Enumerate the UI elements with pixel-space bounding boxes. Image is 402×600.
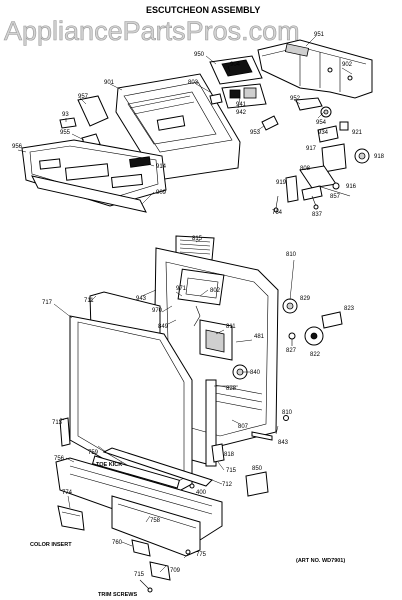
part-764-837-screws xyxy=(273,195,319,213)
callout-758: 758 xyxy=(150,518,161,524)
callout-759: 759 xyxy=(88,450,99,456)
callout-764: 764 xyxy=(272,210,283,216)
callout-956: 956 xyxy=(12,144,23,150)
callout-953: 953 xyxy=(250,130,261,136)
callout-810: 810 xyxy=(286,252,297,258)
callout-807: 807 xyxy=(238,424,249,430)
callout-840: 840 xyxy=(250,370,261,376)
callout-955: 955 xyxy=(60,130,71,136)
callout-916: 916 xyxy=(346,184,357,190)
callout-829: 829 xyxy=(300,296,311,302)
callout-918: 918 xyxy=(374,154,385,160)
callout-815: 815 xyxy=(192,236,203,242)
callout-823: 823 xyxy=(344,306,355,312)
callout-951: 951 xyxy=(314,32,325,38)
art-number: (ART NO. WD7901) xyxy=(296,558,345,564)
part-951-rear-bracket xyxy=(257,39,373,99)
callout-802: 802 xyxy=(210,288,221,294)
callout-942: 942 xyxy=(236,110,247,116)
part-934-921-brackets xyxy=(317,121,349,143)
part-850-cover xyxy=(245,471,269,497)
callout-921: 921 xyxy=(352,130,363,136)
callout-850: 850 xyxy=(252,466,263,472)
callout-828: 828 xyxy=(226,386,237,392)
callout-756: 756 xyxy=(54,456,65,462)
color-insert-note: COLOR INSERT xyxy=(30,542,72,548)
diagram-title: ESCUTCHEON ASSEMBLY xyxy=(146,5,260,15)
part-715-trim-screws xyxy=(139,579,153,593)
callout-902: 902 xyxy=(342,62,353,68)
callout-712: 712 xyxy=(222,482,233,488)
callout-808: 808 xyxy=(300,166,311,172)
leader-lines xyxy=(17,35,353,573)
part-829-cam xyxy=(282,298,298,314)
part-827-pin xyxy=(288,332,296,346)
callout-970: 970 xyxy=(152,308,163,314)
callout-93: 93 xyxy=(62,112,69,118)
callout-950: 950 xyxy=(194,52,205,58)
callout-919: 919 xyxy=(276,180,287,186)
part-822-wheel xyxy=(304,326,324,346)
part-823-bracket xyxy=(321,311,343,329)
callout-843: 843 xyxy=(278,440,289,446)
callout-822: 822 xyxy=(310,352,321,358)
callout-713: 713 xyxy=(52,420,63,426)
watermark: AppliancePartsPros.com xyxy=(4,16,300,46)
part-843-rail xyxy=(251,431,273,441)
part-950-904-board xyxy=(209,55,263,85)
callout-711: 711 xyxy=(84,298,94,304)
part-909-overlay xyxy=(31,175,147,213)
callout-810b: 810 xyxy=(282,410,293,416)
part-400-screw xyxy=(189,483,195,489)
callout-837: 837 xyxy=(312,212,323,218)
callout-481: 481 xyxy=(254,334,265,340)
callout-400: 400 xyxy=(196,490,207,496)
callout-943: 943 xyxy=(136,296,147,302)
callout-827: 827 xyxy=(286,348,297,354)
part-810-screw xyxy=(283,415,289,421)
part-760-bracket xyxy=(131,539,151,557)
part-952-954-953-knobs xyxy=(261,97,332,131)
callout-760: 760 xyxy=(112,540,123,546)
callout-957: 957 xyxy=(78,94,89,100)
part-713-trim-strip xyxy=(59,417,71,447)
callout-775: 775 xyxy=(196,552,207,558)
callout-849: 849 xyxy=(158,324,169,330)
callout-952: 952 xyxy=(290,96,301,102)
callout-909: 909 xyxy=(156,190,167,196)
callout-941: 941 xyxy=(236,102,247,108)
callout-labels: 951 950 904 902 901 803 941 942 952 954 … xyxy=(12,32,385,578)
callout-901: 901 xyxy=(104,80,115,86)
part-775-screw xyxy=(185,549,191,555)
part-919-857-hinge xyxy=(285,175,323,203)
callout-917: 917 xyxy=(306,146,317,152)
callout-857: 857 xyxy=(330,194,341,200)
callout-811: 811 xyxy=(226,324,236,330)
callout-709: 709 xyxy=(170,568,181,574)
callout-971: 971 xyxy=(176,286,187,292)
callout-715b: 715 xyxy=(134,572,145,578)
part-803-941-942-controls xyxy=(209,83,267,109)
callout-954: 954 xyxy=(316,120,327,126)
part-808-916-linkage xyxy=(299,165,351,197)
part-758-base-panel xyxy=(111,495,201,557)
callout-914: 914 xyxy=(156,164,167,170)
toe-kick-note: TOE KICK xyxy=(96,462,122,468)
callout-803: 803 xyxy=(188,80,199,86)
part-914-panel xyxy=(129,156,151,168)
part-774-color-insert xyxy=(57,505,85,531)
callout-904: 904 xyxy=(230,62,241,68)
part-818-bracket xyxy=(211,443,225,463)
part-917-918-motor xyxy=(321,143,370,173)
callout-818: 818 xyxy=(224,452,235,458)
callout-715: 715 xyxy=(226,468,237,474)
part-709-trim xyxy=(149,561,171,581)
trim-screws-note: TRIM SCREWS xyxy=(98,592,137,598)
callout-717: 717 xyxy=(42,300,53,306)
callout-934: 934 xyxy=(318,130,329,136)
callout-774: 774 xyxy=(62,490,73,496)
